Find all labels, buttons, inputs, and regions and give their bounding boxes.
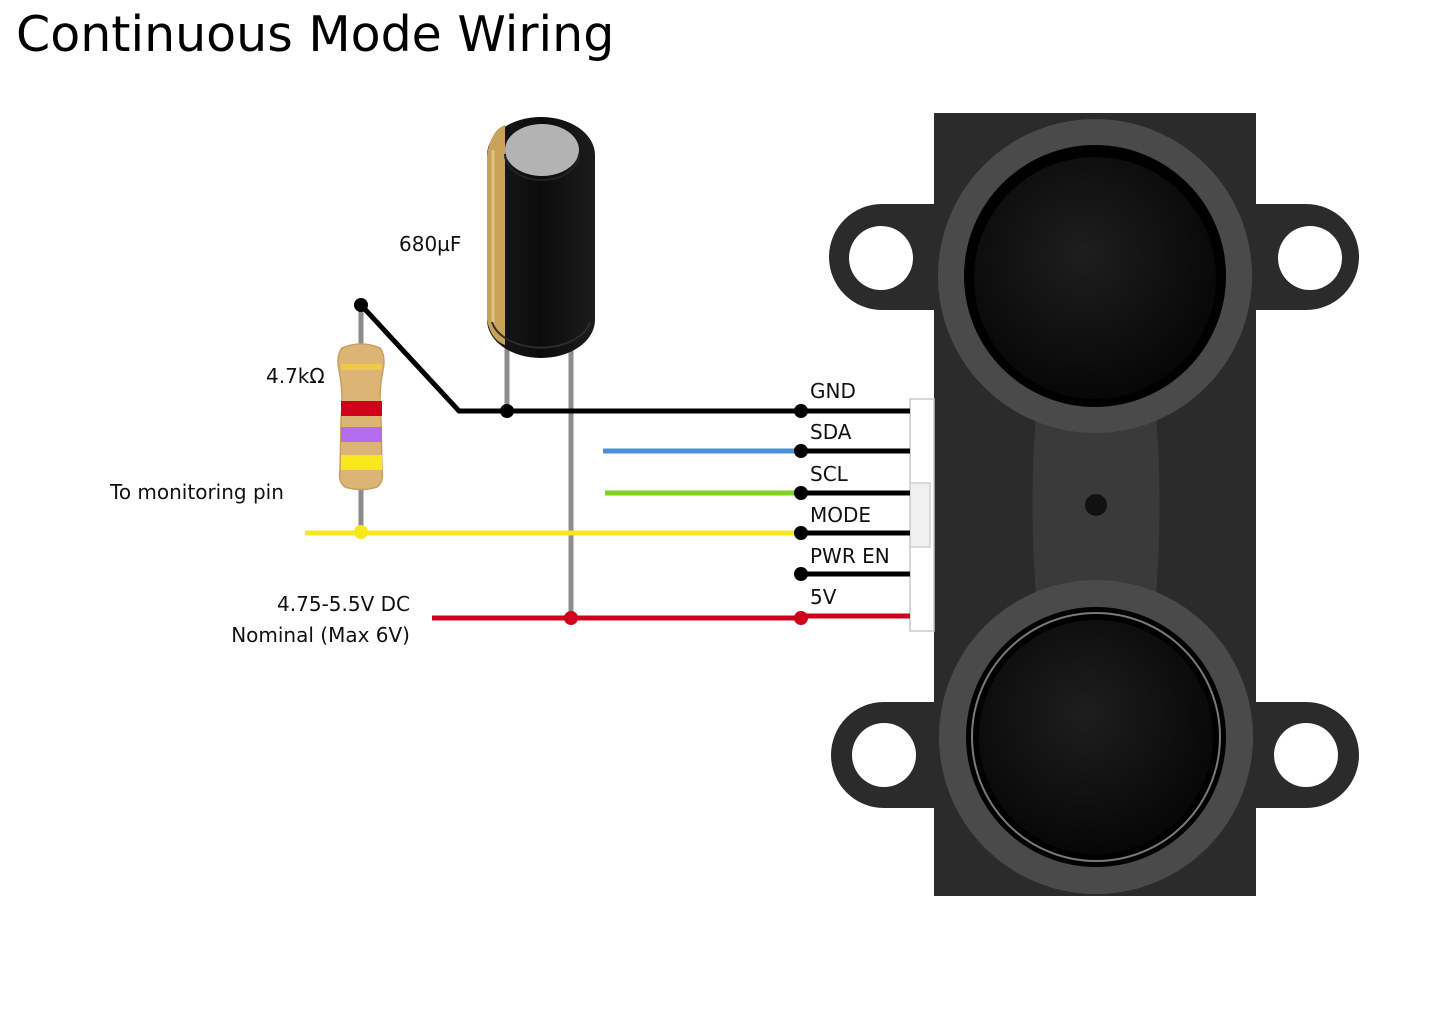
pin-label-5v: 5V [810,585,837,609]
pin-label-pwr-en: PWR EN [810,544,890,568]
gnd-wire [359,303,910,414]
capacitor-bottom-groove [491,321,591,349]
resistor-band-4 [341,455,382,470]
resistor-label: 4.7kΩ [266,364,325,388]
junctions [354,298,808,625]
connector-latch [909,482,931,548]
junction-scl-pin [794,486,808,500]
power-label-line1: 4.75-5.5V DC [277,592,410,616]
capacitor-polarity-stripe [487,125,505,345]
capacitor [487,117,595,358]
resistor-band-3 [341,427,382,442]
junction-resistor-top [354,298,368,312]
top-lens [974,157,1216,399]
pin-label-gnd: GND [810,379,856,403]
bottom-lens-bezel-ring [971,612,1221,862]
resistor-body [337,343,385,491]
page-title: Continuous Mode Wiring [16,6,615,63]
resistor-band-2 [341,401,382,416]
capacitor-top-cap [505,124,579,176]
mount-hole-bottom-right [1274,723,1338,787]
pin-label-mode: MODE [810,503,871,527]
junction-mode-pin [794,526,808,540]
capacitor-label: 680µF [399,232,461,256]
sensor-indicator-dot [1085,494,1107,516]
junction-gnd-pin [794,404,808,418]
junction-sda-pin [794,444,808,458]
junction-pwr-en-pin [794,567,808,581]
lidar-sensor [829,113,1359,896]
capacitor-top-rim [504,153,580,181]
wires [305,303,910,621]
bottom-lens [979,620,1213,854]
junction-resistor-mode [354,525,368,539]
resistor [337,343,385,491]
capacitor-body [487,117,595,358]
junction-capacitor-power [564,611,578,625]
mount-hole-top-left [849,226,913,290]
resistor-band-1 [341,364,382,370]
mount-hole-top-right [1278,226,1342,290]
power-label-line2: Nominal (Max 6V) [231,623,410,647]
pin-label-scl: SCL [810,462,849,486]
monitoring-label: To monitoring pin [109,480,284,504]
junction-5v-pin [794,611,808,625]
junction-capacitor-gnd [500,404,514,418]
pin-label-sda: SDA [810,420,852,444]
mount-hole-bottom-left [852,723,916,787]
